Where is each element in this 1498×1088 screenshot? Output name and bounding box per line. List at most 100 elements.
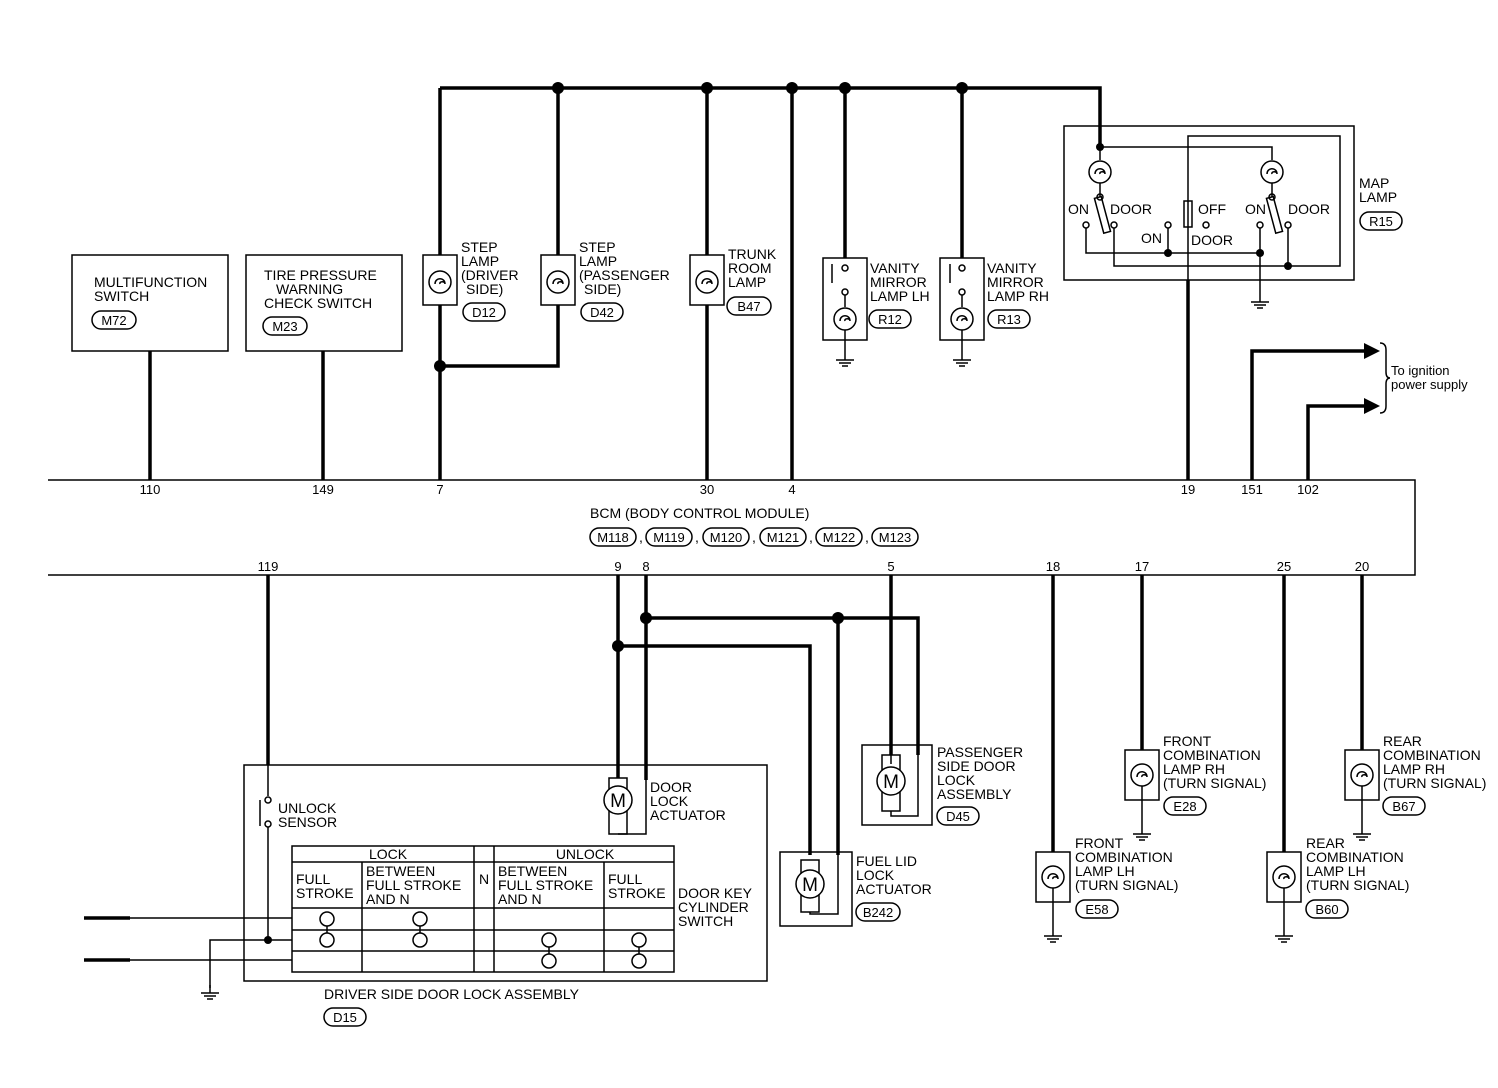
svg-text:VANITY: VANITY bbox=[987, 260, 1037, 276]
svg-text:D42: D42 bbox=[590, 305, 614, 320]
svg-text:SIDE): SIDE) bbox=[466, 281, 503, 297]
svg-text:(PASSENGER: (PASSENGER bbox=[579, 267, 670, 283]
svg-text:LAMP LH: LAMP LH bbox=[1075, 863, 1135, 879]
svg-text:LOCK: LOCK bbox=[369, 846, 408, 862]
connector-b60: B60 bbox=[1305, 899, 1349, 919]
svg-text:COMBINATION: COMBINATION bbox=[1075, 849, 1173, 865]
svg-text:OFF: OFF bbox=[1198, 201, 1226, 217]
motor-icon: M bbox=[802, 875, 818, 896]
svg-text:TRUNK: TRUNK bbox=[728, 246, 777, 262]
svg-text:LOCK: LOCK bbox=[937, 772, 976, 788]
svg-text:(TURN SIGNAL): (TURN SIGNAL) bbox=[1383, 775, 1486, 791]
svg-text:B47: B47 bbox=[737, 299, 760, 314]
map-lamp: ON DOOR ON OFF DOOR ON DOOR MAP LAMP R15 bbox=[1063, 125, 1403, 480]
rear-combination-lamp-rh: REAR COMBINATION LAMP RH (TURN SIGNAL) B… bbox=[1344, 733, 1486, 841]
svg-text:M72: M72 bbox=[101, 313, 126, 328]
svg-text:,: , bbox=[752, 529, 756, 545]
connector-r12: R12 bbox=[868, 309, 912, 329]
svg-text:30: 30 bbox=[700, 482, 714, 497]
svg-text:(TURN SIGNAL): (TURN SIGNAL) bbox=[1306, 877, 1409, 893]
bcm-connectors: M118 , M119 , M120 , M121 , M122 , M123 bbox=[589, 527, 919, 547]
svg-text:SWITCH: SWITCH bbox=[678, 913, 733, 929]
svg-text:20: 20 bbox=[1355, 559, 1369, 574]
svg-text:M123: M123 bbox=[879, 530, 912, 545]
svg-text:FRONT: FRONT bbox=[1075, 835, 1124, 851]
svg-text:power supply: power supply bbox=[1391, 377, 1468, 392]
connector-e28: E28 bbox=[1163, 796, 1207, 816]
svg-text:DOOR: DOOR bbox=[650, 779, 692, 795]
svg-text:M122: M122 bbox=[823, 530, 856, 545]
svg-text:LAMP LH: LAMP LH bbox=[1306, 863, 1366, 879]
svg-text:FULL STROKE: FULL STROKE bbox=[498, 877, 593, 893]
svg-text:LOCK: LOCK bbox=[856, 867, 895, 883]
svg-text:BCM (BODY CONTROL MODULE): BCM (BODY CONTROL MODULE) bbox=[590, 505, 809, 521]
svg-text:ACTUATOR: ACTUATOR bbox=[650, 807, 726, 823]
svg-text:REAR: REAR bbox=[1383, 733, 1422, 749]
svg-text:DOOR: DOOR bbox=[1191, 232, 1233, 248]
svg-text:8: 8 bbox=[642, 559, 649, 574]
svg-text:BETWEEN: BETWEEN bbox=[498, 863, 567, 879]
bottom-wiring bbox=[266, 575, 1364, 855]
svg-text:UNLOCK: UNLOCK bbox=[556, 846, 615, 862]
svg-text:B67: B67 bbox=[1392, 799, 1415, 814]
svg-text:LAMP RH: LAMP RH bbox=[1383, 761, 1445, 777]
svg-text:FRONT: FRONT bbox=[1163, 733, 1212, 749]
svg-text:5: 5 bbox=[887, 559, 894, 574]
svg-text:,: , bbox=[809, 529, 813, 545]
svg-text:MAP: MAP bbox=[1359, 175, 1389, 191]
ground-icon bbox=[1250, 293, 1270, 309]
fuel-lid-lock-actuator: M FUEL LID LOCK ACTUATOR B242 bbox=[779, 851, 932, 927]
svg-text:SENSOR: SENSOR bbox=[278, 814, 337, 830]
svg-text:FULL: FULL bbox=[296, 871, 330, 887]
svg-text:DOOR: DOOR bbox=[1288, 201, 1330, 217]
svg-text:ON: ON bbox=[1141, 230, 1162, 246]
svg-text:CHECK SWITCH: CHECK SWITCH bbox=[264, 295, 372, 311]
svg-text:STEP: STEP bbox=[461, 239, 498, 255]
connector-d45: D45 bbox=[936, 806, 980, 826]
svg-text:4: 4 bbox=[788, 482, 795, 497]
svg-text:LAMP: LAMP bbox=[1359, 189, 1397, 205]
door-key-cylinder-switch-table: LOCK UNLOCK N FULL STROKE BETWEEN FULL S… bbox=[291, 845, 675, 973]
svg-text:B60: B60 bbox=[1315, 902, 1338, 917]
svg-text:R12: R12 bbox=[878, 312, 902, 327]
ignition-power-supply: To ignition power supply bbox=[1250, 342, 1468, 480]
ground-icon bbox=[1274, 927, 1294, 943]
svg-text:CYLINDER: CYLINDER bbox=[678, 899, 749, 915]
svg-text:110: 110 bbox=[140, 482, 161, 497]
svg-text:D12: D12 bbox=[472, 305, 496, 320]
rear-combination-lamp-lh: REAR COMBINATION LAMP LH (TURN SIGNAL) B… bbox=[1266, 835, 1409, 943]
driver-side-door-lock-assembly-label: DRIVER SIDE DOOR LOCK ASSEMBLY bbox=[324, 986, 580, 1002]
svg-text:FUEL LID: FUEL LID bbox=[856, 853, 917, 869]
svg-text:SWITCH: SWITCH bbox=[94, 288, 149, 304]
svg-text:VANITY: VANITY bbox=[870, 260, 920, 276]
svg-text:LAMP RH: LAMP RH bbox=[987, 288, 1049, 304]
svg-text:MULTIFUNCTION: MULTIFUNCTION bbox=[94, 274, 207, 290]
svg-text:M118: M118 bbox=[597, 530, 629, 545]
front-combination-lamp-lh: FRONT COMBINATION LAMP LH (TURN SIGNAL) … bbox=[1035, 835, 1178, 943]
svg-text:SIDE): SIDE) bbox=[584, 281, 621, 297]
svg-text:AND N: AND N bbox=[498, 891, 542, 907]
svg-text:MIRROR: MIRROR bbox=[870, 274, 927, 290]
svg-text:DOOR KEY: DOOR KEY bbox=[678, 885, 753, 901]
svg-text:(TURN SIGNAL): (TURN SIGNAL) bbox=[1163, 775, 1266, 791]
svg-text:(DRIVER: (DRIVER bbox=[461, 267, 519, 283]
ground-icon bbox=[1043, 927, 1063, 943]
svg-text:FULL STROKE: FULL STROKE bbox=[366, 877, 461, 893]
svg-text:FULL: FULL bbox=[608, 871, 642, 887]
unlock-sensor: UNLOCK SENSOR bbox=[259, 765, 337, 940]
svg-text:LAMP: LAMP bbox=[579, 253, 617, 269]
svg-text:COMBINATION: COMBINATION bbox=[1306, 849, 1404, 865]
svg-text:WARNING: WARNING bbox=[276, 281, 343, 297]
svg-text:M23: M23 bbox=[272, 319, 297, 334]
svg-text:149: 149 bbox=[312, 482, 334, 497]
svg-text:LAMP: LAMP bbox=[461, 253, 499, 269]
front-combination-lamp-rh: FRONT COMBINATION LAMP RH (TURN SIGNAL) … bbox=[1124, 733, 1266, 841]
ground-icon bbox=[1132, 825, 1152, 841]
svg-text:R13: R13 bbox=[997, 312, 1021, 327]
svg-text:BETWEEN: BETWEEN bbox=[366, 863, 435, 879]
svg-text:ON: ON bbox=[1068, 201, 1089, 217]
connector-r15: R15 bbox=[1359, 211, 1403, 231]
svg-text:D45: D45 bbox=[946, 809, 970, 824]
ground-icon bbox=[952, 351, 972, 367]
svg-text:17: 17 bbox=[1135, 559, 1149, 574]
